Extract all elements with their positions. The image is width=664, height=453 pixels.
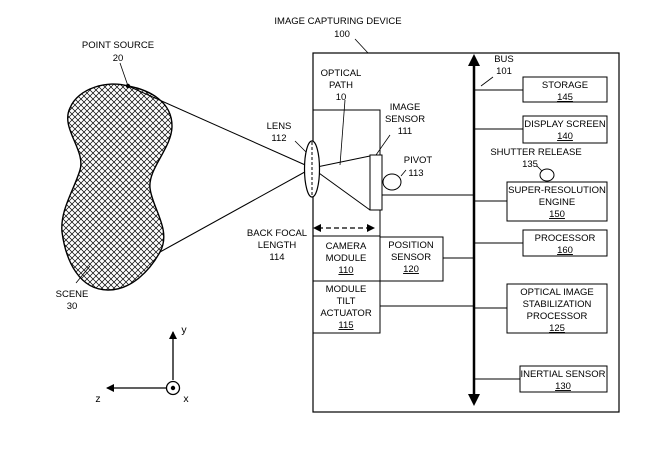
point-source-leader <box>119 62 129 87</box>
super-resolution-line2: ENGINE <box>539 197 575 208</box>
pivot-shape <box>382 173 402 191</box>
display-screen-label: DISPLAY SCREEN <box>524 119 606 130</box>
bfl-arrowhead-right <box>367 224 375 232</box>
position-sensor-box <box>379 236 444 282</box>
bus-ref: 101 <box>496 66 512 77</box>
bus-leader <box>480 76 494 87</box>
super-resolution-ref: 150 <box>549 209 565 220</box>
y-axis-label: y <box>181 324 187 336</box>
bus-label: BUS <box>494 54 514 65</box>
bus-arrow-bottom <box>468 394 480 406</box>
pivot-ref: 113 <box>408 168 423 179</box>
ois-processor-line1: OPTICAL IMAGE <box>520 287 594 298</box>
lens-ref: 112 <box>271 133 286 144</box>
scene-leader <box>75 265 91 284</box>
shutter-release-ref: 135 <box>522 159 538 170</box>
super-resolution-line1: SUPER-RESOLUTION <box>508 185 606 196</box>
pivot-leader <box>400 169 407 177</box>
device-ref: 100 <box>334 29 350 40</box>
processor-label: PROCESSOR <box>535 233 596 244</box>
back-focal-length-line2: LENGTH <box>258 240 297 251</box>
tilt-actuator-line3: ACTUATOR <box>320 308 372 319</box>
image-sensor-plate <box>369 154 383 211</box>
ois-processor-line2: STABILIZATION <box>523 299 592 310</box>
bus-arrow-top <box>468 54 480 66</box>
point-source-ref: 20 <box>113 53 124 64</box>
storage-label: STORAGE <box>542 80 588 91</box>
inertial-sensor-ref: 130 <box>555 381 571 392</box>
image-sensor-ref: 111 <box>398 126 412 137</box>
display-screen-ref: 140 <box>557 131 573 142</box>
bfl-arrowhead-left <box>313 224 321 232</box>
position-sensor-ref: 120 <box>403 264 419 275</box>
back-focal-length-line1: BACK FOCAL <box>247 228 307 239</box>
ray-to-sensor-bottom <box>311 167 371 211</box>
z-axis-label: z <box>95 393 100 405</box>
position-sensor-line1: POSITION <box>388 240 434 251</box>
camera-module-line2: MODULE <box>326 253 367 264</box>
camera-module-line1: CAMERA <box>326 241 367 252</box>
lens-leader <box>294 140 307 153</box>
position-sensor-line2: SENSOR <box>391 252 431 263</box>
x-axis-dot <box>170 385 176 391</box>
storage-ref: 145 <box>557 92 573 103</box>
back-focal-length-ref: 114 <box>269 252 284 263</box>
tilt-actuator-box <box>312 280 381 334</box>
shutter-release-button <box>539 168 555 182</box>
pivot-label: PIVOT <box>404 155 433 166</box>
ray-bottom-outer <box>159 167 313 253</box>
ois-processor-ref: 125 <box>549 323 565 334</box>
point-source-dot <box>125 83 131 89</box>
image-sensor-line2: SENSOR <box>385 114 425 125</box>
inertial-sensor-label: INERTIAL SENSOR <box>521 369 606 380</box>
x-axis-label: x <box>183 393 189 405</box>
tilt-actuator-line2: TILT <box>337 296 356 307</box>
ray-top-outer <box>127 85 313 169</box>
shutter-release-label: SHUTTER RELEASE <box>490 147 581 158</box>
ray-to-sensor-top <box>311 155 371 169</box>
optical-path-ref: 10 <box>336 92 347 103</box>
scene-label: SCENE <box>56 289 89 300</box>
device-leader <box>354 38 369 54</box>
tilt-actuator-ref: 115 <box>338 320 353 331</box>
tilt-actuator-line1: MODULE <box>326 284 367 295</box>
device-title: IMAGE CAPTURING DEVICE <box>274 16 401 27</box>
scene-ref: 30 <box>67 301 78 312</box>
optical-path-leader <box>339 99 346 166</box>
processor-ref: 160 <box>557 245 573 256</box>
optical-path-line2: PATH <box>329 80 353 91</box>
scene-blob <box>61 83 173 291</box>
shutter-leader <box>536 165 543 172</box>
point-source-label: POINT SOURCE <box>82 40 154 51</box>
lens-label: LENS <box>267 121 292 132</box>
optical-path-line1: OPTICAL <box>321 68 362 79</box>
image-sensor-line1: IMAGE <box>390 102 421 113</box>
ois-processor-line3: PROCESSOR <box>527 311 588 322</box>
image-sensor-leader <box>375 134 391 156</box>
camera-module-ref: 110 <box>338 265 353 276</box>
